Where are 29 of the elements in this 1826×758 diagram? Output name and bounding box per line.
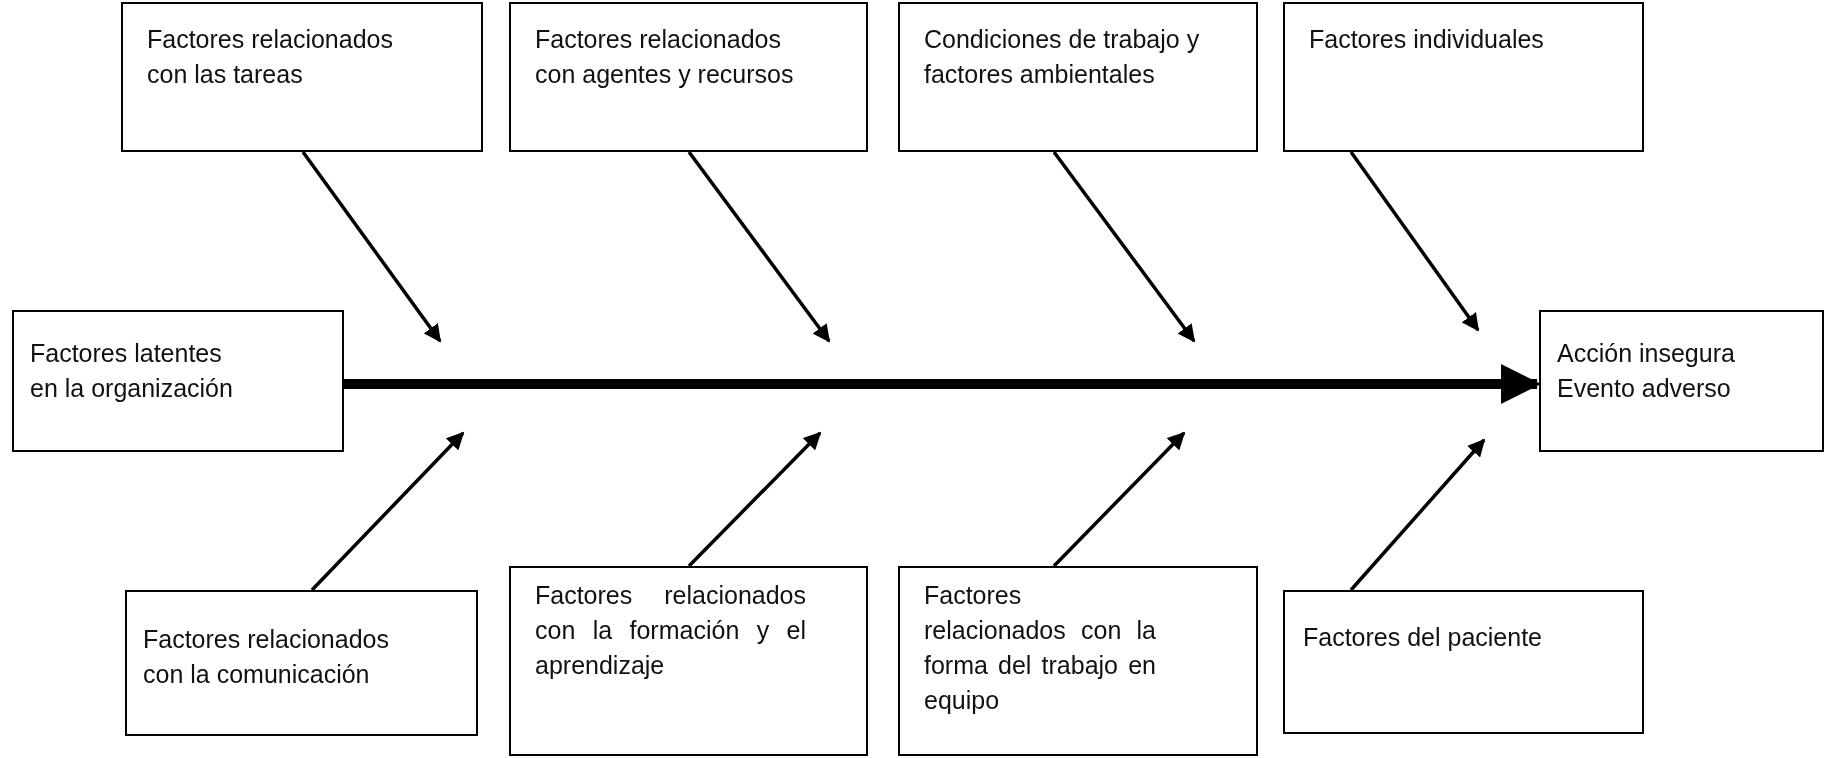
cause-box	[1539, 310, 1824, 452]
box-label: Factores relacionados con la forma del trabajo en equipo	[924, 580, 1156, 716]
cause-box	[509, 566, 868, 756]
cause-box	[121, 2, 483, 152]
cause-box	[898, 2, 1258, 152]
arrow	[301, 150, 442, 343]
cause-box	[125, 590, 478, 736]
cause-box	[1283, 590, 1644, 734]
arrow	[687, 150, 831, 343]
box-label: Factores relacionados con la comunicación	[143, 624, 390, 690]
box-label: Factores del paciente	[1303, 622, 1544, 653]
cause-box	[1283, 2, 1644, 152]
cause-box	[509, 2, 868, 152]
arrow	[687, 431, 822, 568]
box-label: Acción insegura Evento adverso	[1557, 338, 1736, 404]
arrow	[1349, 438, 1486, 592]
box-label: Factores relacionados con las tareas	[147, 24, 394, 90]
arrow	[1052, 431, 1186, 568]
box-label: Factores relacionados con la formación y el aprendizaje	[535, 580, 806, 681]
cause-box	[898, 566, 1258, 756]
box-label: Condiciones de trabajo y factores ambientales	[924, 24, 1201, 90]
arrow	[1349, 151, 1480, 332]
box-label: Factores latentes en la organización	[30, 338, 234, 404]
box-label: Factores relacionados con agentes y recursos	[535, 24, 795, 90]
arrow	[1052, 150, 1196, 343]
arrow	[344, 364, 1541, 404]
box-label: Factores individuales	[1309, 24, 1545, 55]
cause-box	[12, 310, 344, 452]
arrow	[310, 431, 465, 592]
